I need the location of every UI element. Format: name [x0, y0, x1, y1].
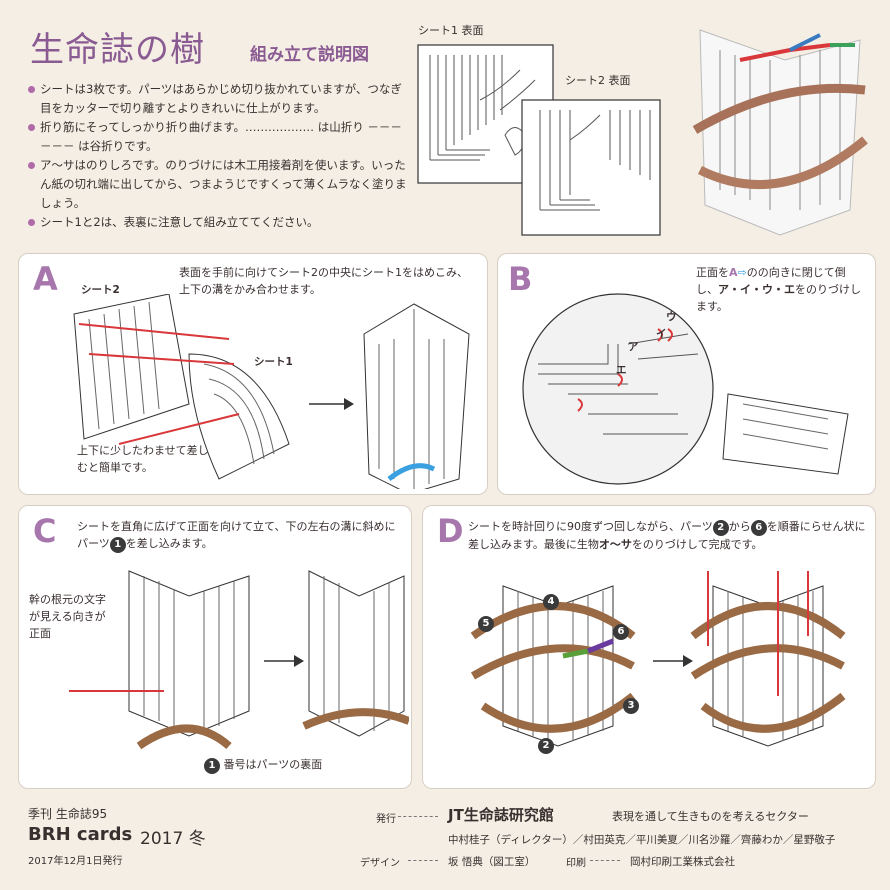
step-d-text-end: をのりづけして完成です。 [631, 538, 763, 551]
step-c-part-note: 1 番号はパーツの裏面 [204, 756, 404, 774]
step-a-letter: A [33, 260, 58, 298]
step-a-diagram [73, 294, 470, 489]
part-number-badge: 2 [538, 738, 554, 754]
date-label: 2017年12月1日発行 [28, 856, 123, 867]
bullet-item: シート1と2は、表裏に注意して組み立ててください。 [28, 213, 408, 232]
sheet1-tag: シート1 [254, 356, 293, 368]
bullet-item: シートは3枚です。パーツはあらかじめ切り抜かれていますが、つなぎ目をカッターで切… [28, 80, 408, 118]
blue-arrow-icon: ⇨ [737, 266, 747, 279]
page-subtitle: 組み立て説明図 [250, 45, 369, 65]
step-c-text-end: を差し込みます。 [125, 537, 213, 550]
step-b-letter: B [508, 260, 533, 298]
dash-rule [398, 816, 438, 817]
bullet-item: ア〜サはのりしろです。のりづけには木工用接着剤を使います。いったん紙の切れ端に出… [28, 156, 408, 213]
part-number-badge: 1 [204, 758, 220, 774]
part-number-badge: 6 [750, 520, 767, 536]
brand-label: BRH cards [28, 824, 133, 845]
step-d-text-mid: から [728, 520, 751, 533]
step-d-text-bold: オ〜サ [598, 538, 632, 551]
step-a-panel: A 表面を手前に向けてシート2の中央にシート1をはめこみ、上下の溝をかみ合わせま… [18, 253, 488, 495]
publisher-label: 発行 [376, 814, 396, 825]
part-number-badge: 1 [109, 537, 126, 553]
sheet1-label: シート1 表面 [418, 24, 484, 37]
intro-bullets: シートは3枚です。パーツはあらかじめ切り抜かれていますが、つなぎ目をカッターで切… [28, 80, 408, 232]
part-number-badge: 2 [712, 520, 729, 536]
page-title: 生命誌の樹 [30, 30, 205, 70]
step-d-diagram [470, 571, 846, 747]
issue-label: 季刊 生命誌95 [28, 807, 108, 821]
step-b-text-a: A [729, 266, 738, 279]
step-b-text-bold: ア・イ・ウ・エ [718, 283, 795, 296]
step-b-text: 正面をA⇨のの向きに閉じて倒し、ア・イ・ウ・エをのりづけします。 [696, 264, 866, 315]
step-c-letter: C [33, 512, 57, 550]
step-b-text-prefix: 正面を [696, 266, 729, 279]
year-label: 2017 冬 [140, 829, 206, 849]
publisher-name: JT生命誌研究館 [448, 806, 554, 824]
step-a-tip: 上下に少したわませて差し込むと簡単です。 [77, 444, 220, 474]
part-number-badge: 3 [623, 698, 639, 714]
finished-model-image [692, 29, 868, 236]
step-c-diagram [69, 570, 409, 750]
design-label: デザイン [360, 858, 400, 869]
mark-u: ウ [666, 311, 677, 323]
sheet2-tag: シート2 [81, 284, 120, 296]
dash-rule [590, 860, 620, 861]
publisher-tagline: 表現を通して生きものを考えるセクター [612, 810, 809, 823]
step-d-text-main: シートを時計回りに90度ずつ回しながら、パーツ [468, 520, 713, 533]
staff-list: 中村桂子（ディレクター）／村田英克／平川美夏／川名沙羅／齊藤わか／星野敬子 [448, 834, 836, 846]
mark-a: ア [628, 341, 639, 353]
print-label: 印刷 [566, 858, 586, 869]
step-b-text-mid: の [746, 266, 758, 279]
dash-rule [408, 860, 438, 861]
part-number-badge: 5 [478, 616, 494, 632]
sheet2-label: シート2 表面 [565, 74, 631, 87]
step-d-letter: D [437, 512, 464, 550]
part-number-badge: 4 [543, 594, 559, 610]
step-b-text-end: をのりづけします。 [696, 283, 861, 313]
mark-i: イ [656, 328, 667, 340]
sheets-diagram [417, 44, 661, 236]
step-d-text-2: を順番にらせん状に差し込みます。最後に生物 [468, 520, 866, 551]
mark-e: エ [616, 364, 627, 376]
step-c-side-note: 幹の根元の文字が見える向きが正面 [29, 593, 106, 640]
step-c-text-main: シートを直角に広げて正面を向けて立て、下の左右の溝に斜めにパーツ [77, 520, 396, 550]
step-c-part-note-text: 番号はパーツの裏面 [223, 758, 323, 771]
design-credit: 坂 悟典（図工室） [448, 856, 536, 868]
step-b-panel: B 正面をA⇨のの向きに閉じて倒し、ア・イ・ウ・エをのりづけします。 ア イ ウ… [497, 253, 876, 495]
print-credit: 岡村印刷工業株式会社 [630, 856, 735, 868]
step-b-text-suffix: の向きに閉じて倒し、 [696, 266, 846, 296]
part-number-badge: 6 [613, 624, 629, 640]
step-b-diagram [522, 293, 849, 485]
bullet-item: 折り筋にそってしっかり折り曲げます。……………… は山折り －－－－－－ は谷折… [28, 118, 408, 156]
step-a-text: 表面を手前に向けてシート2の中央にシート1をはめこみ、上下の溝をかみ合わせます。 [179, 266, 468, 296]
